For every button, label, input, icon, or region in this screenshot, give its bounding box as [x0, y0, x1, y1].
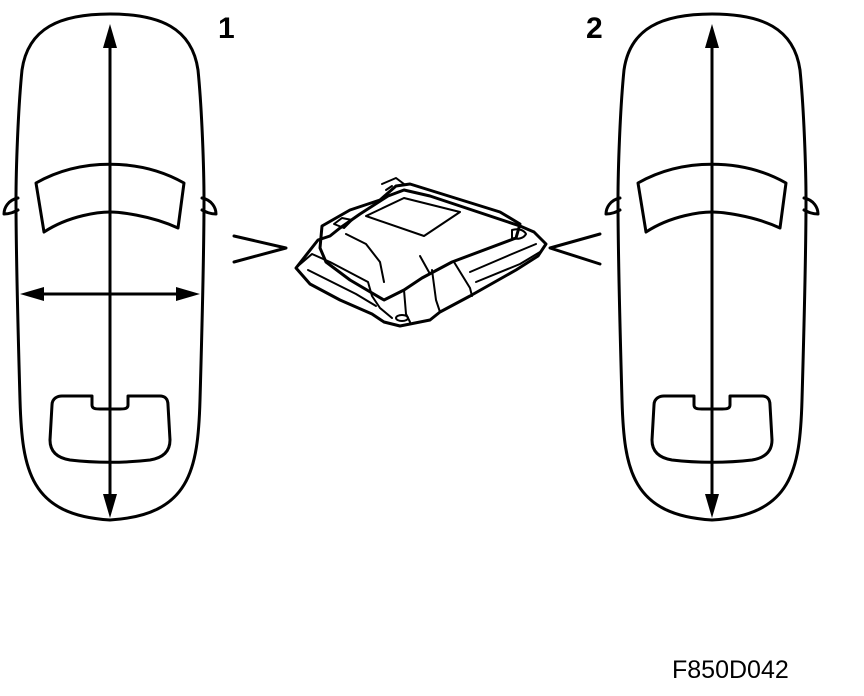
label-number-1: 1 — [218, 12, 235, 45]
figure-code: F850D042 — [672, 656, 789, 684]
control-module-icon — [294, 177, 548, 328]
left-car-icon — [2, 12, 218, 522]
right-car-icon — [604, 12, 820, 522]
label-number-2: 2 — [586, 12, 603, 45]
left-chevron-icon — [232, 234, 288, 264]
right-chevron-icon — [548, 232, 602, 266]
